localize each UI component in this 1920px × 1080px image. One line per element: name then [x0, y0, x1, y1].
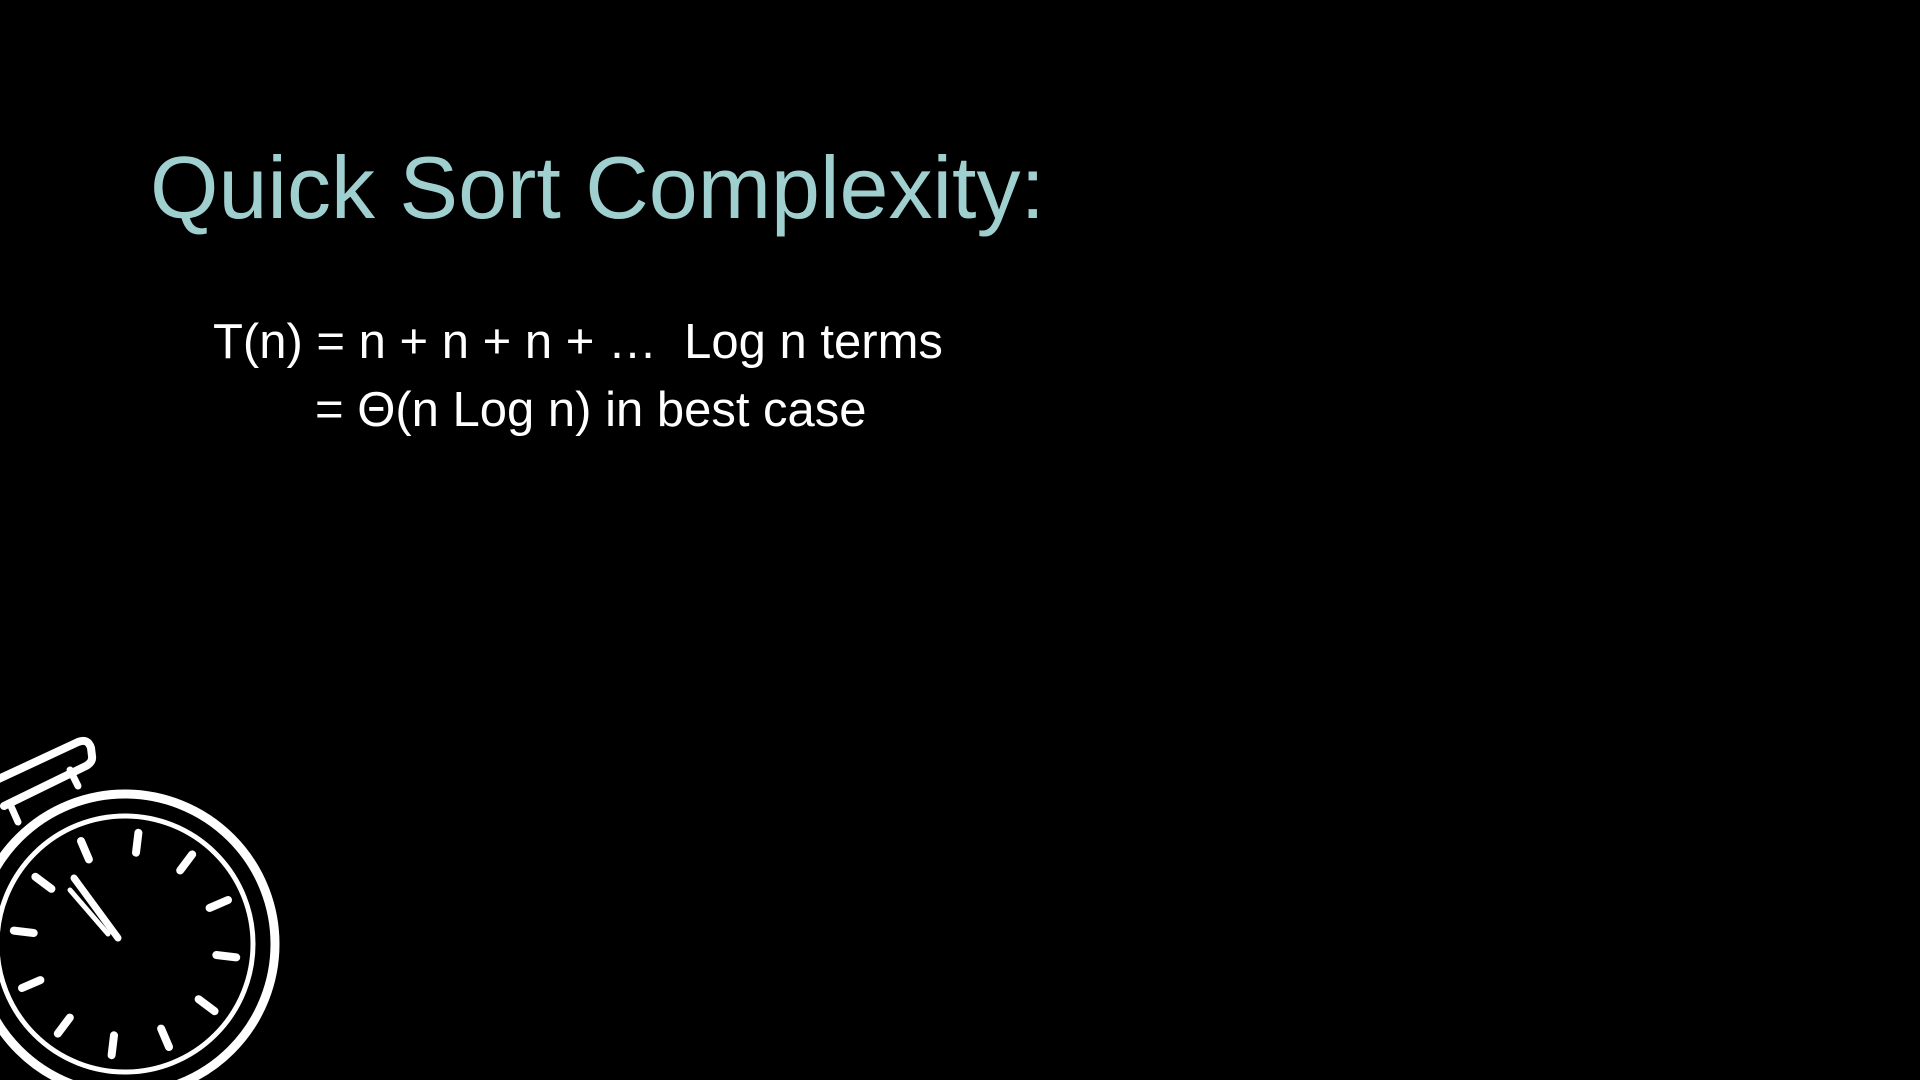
stopwatch-stem [6, 766, 82, 826]
stopwatch-tick [212, 951, 241, 962]
stopwatch-tick [77, 837, 93, 864]
stopwatch-tick [176, 850, 197, 875]
stopwatch-tick [31, 872, 56, 893]
stopwatch-tick [132, 828, 143, 857]
stopwatch-tick [194, 995, 219, 1016]
stopwatch-tick [205, 896, 232, 912]
stopwatch-crown [0, 736, 97, 810]
slide-title: Quick Sort Complexity: [150, 138, 1045, 237]
recurrence-line: T(n) = n + n + n + … Log n terms [213, 315, 943, 369]
stopwatch-hand-secondary [67, 887, 111, 937]
stopwatch-ticks [9, 828, 241, 1060]
stopwatch-tick [53, 1013, 74, 1038]
stopwatch-hand [70, 874, 122, 942]
stopwatch-tick [107, 1031, 118, 1060]
stopwatch-outer-ring [0, 789, 280, 1080]
stopwatch-tick [18, 976, 45, 992]
stopwatch-tick [9, 926, 38, 937]
stopwatch-tick [157, 1024, 173, 1051]
result-line: = Θ(n Log n) in best case [315, 383, 867, 437]
stopwatch-icon [0, 736, 280, 1080]
stopwatch-inner-ring [0, 813, 256, 1075]
